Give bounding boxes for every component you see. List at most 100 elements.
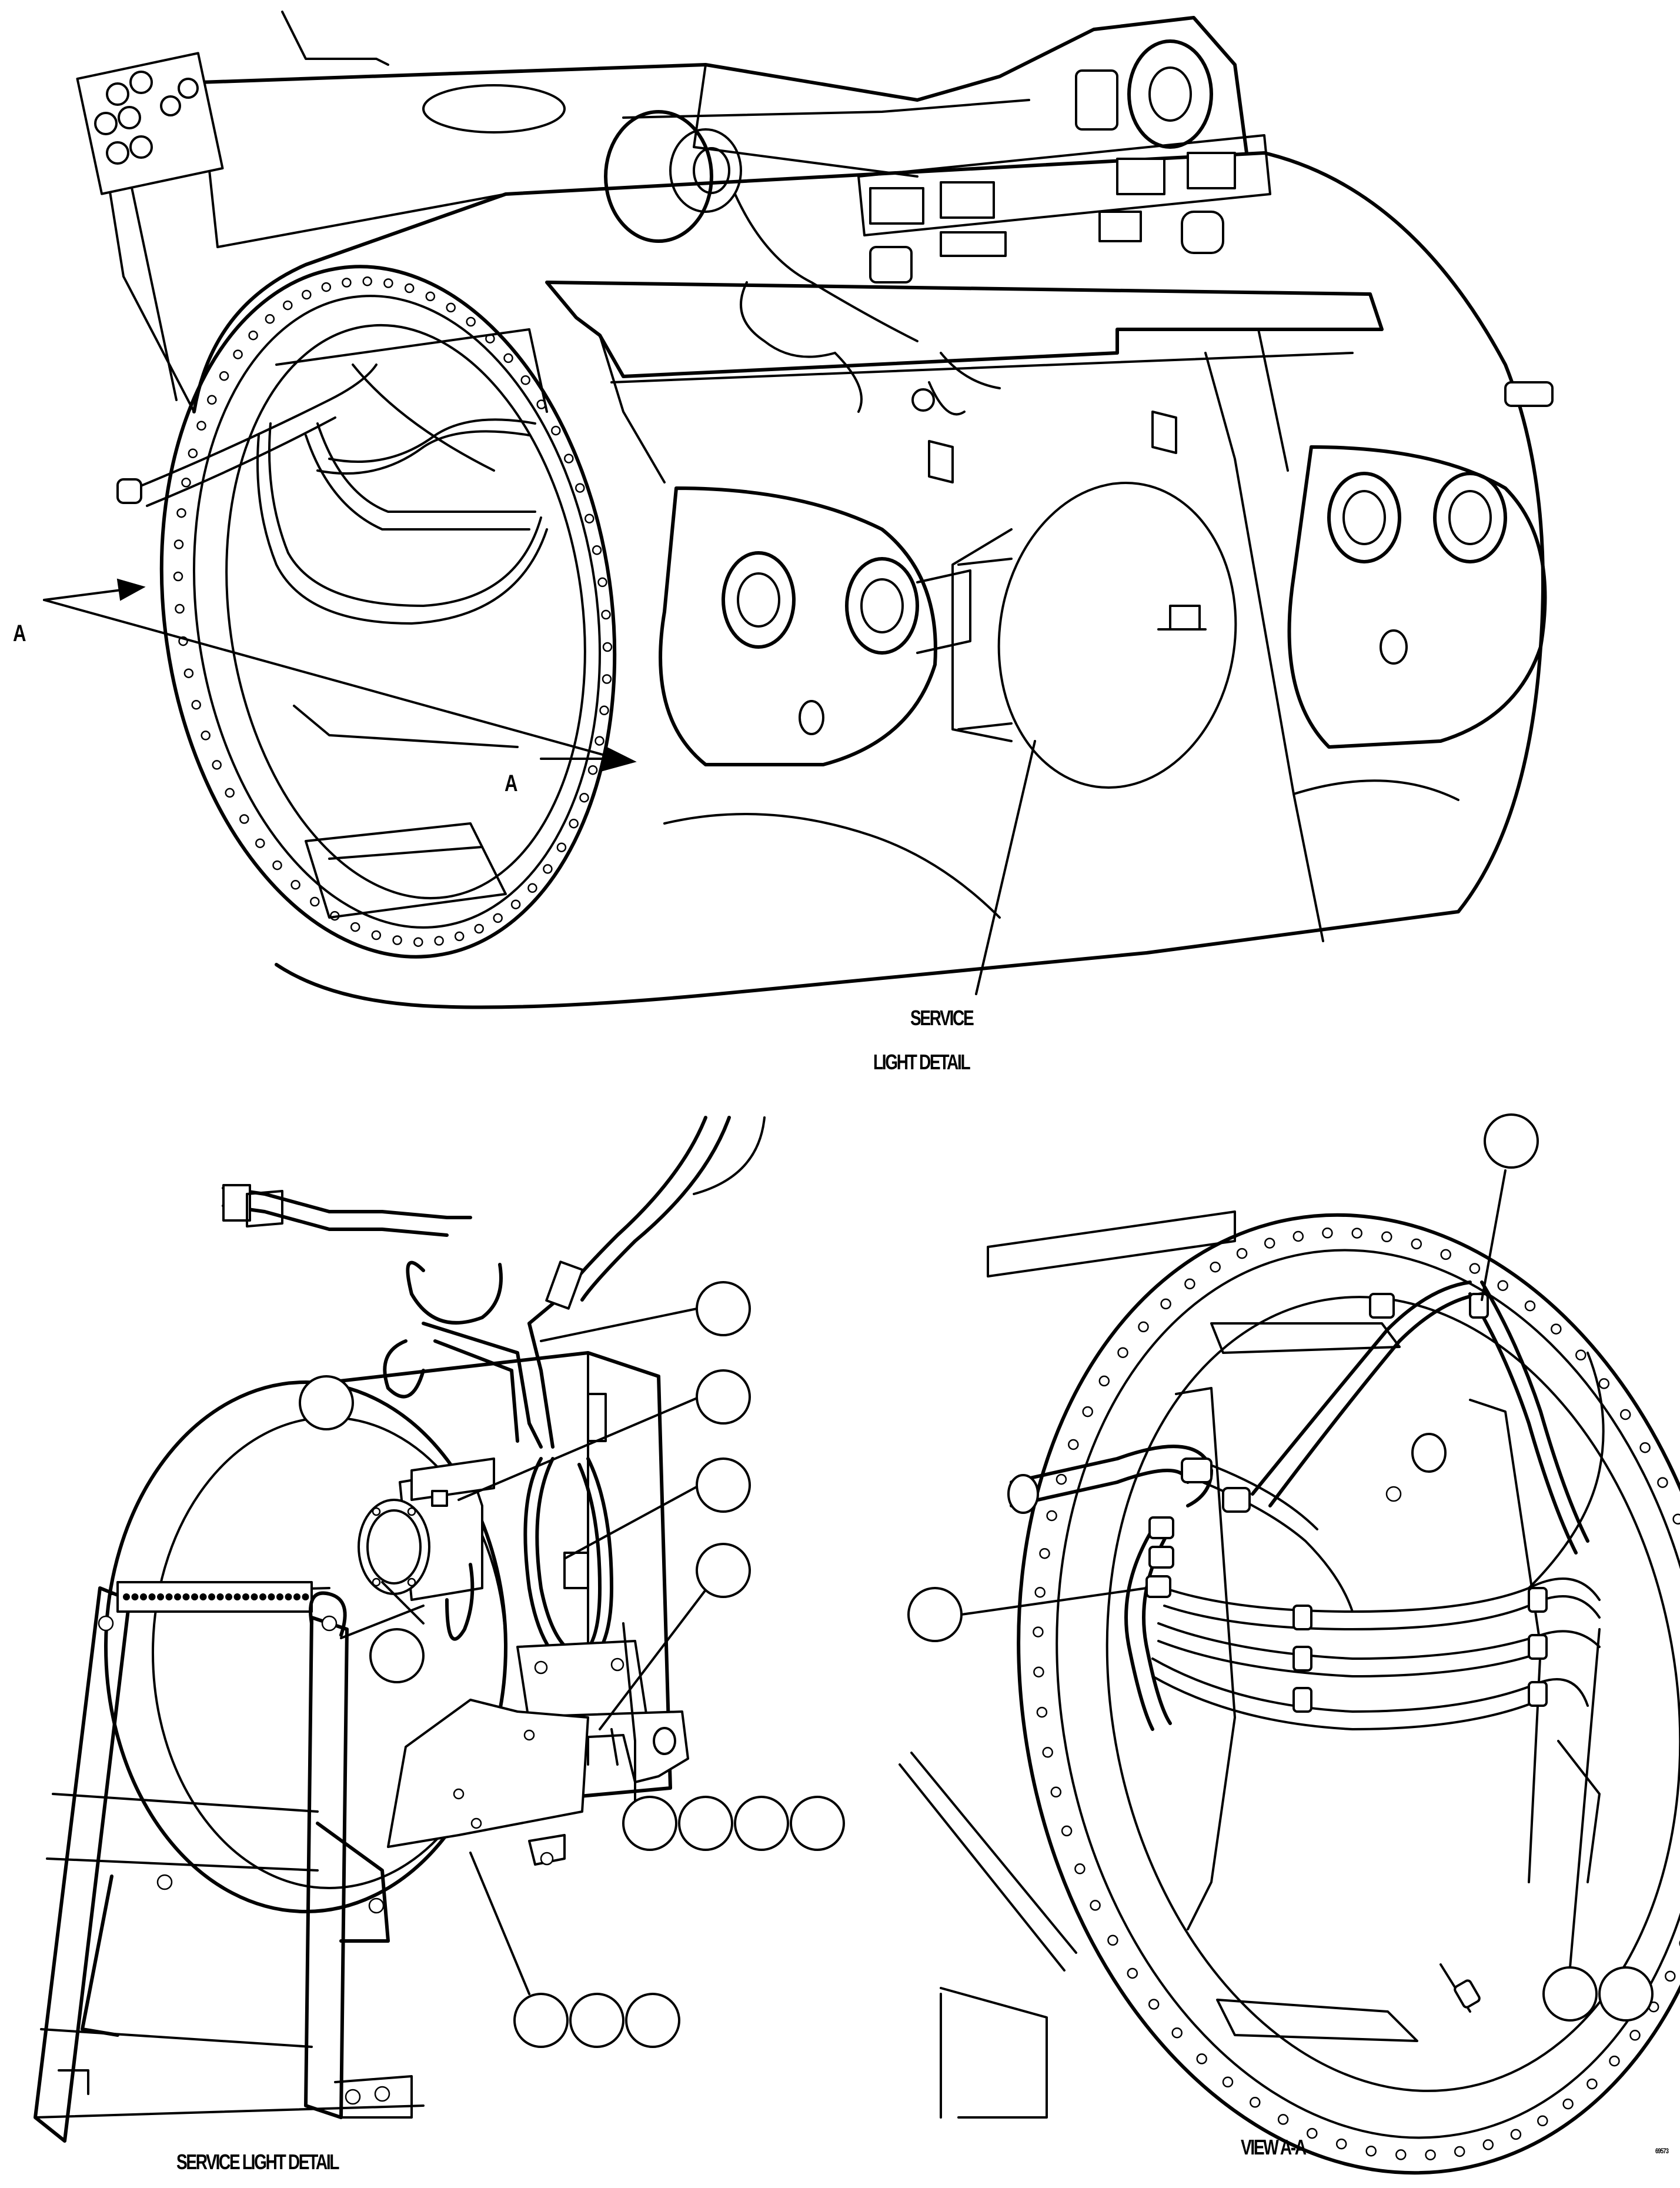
- bolt-hole: [1236, 1248, 1248, 1259]
- top-hatch: [422, 84, 566, 134]
- callout-circle: [1484, 1113, 1539, 1169]
- bolt-hole: [1365, 2145, 1377, 2157]
- left-pivot-boss: [659, 486, 971, 766]
- bolt-hole: [1107, 1934, 1118, 1946]
- service-light-leader: [975, 740, 1036, 995]
- bolt-hole: [434, 936, 444, 946]
- bolt-hole: [1665, 1970, 1676, 1982]
- rail-perforation: [174, 1593, 181, 1600]
- bolt-hole: [1117, 1347, 1128, 1358]
- bolt-hole: [183, 668, 194, 678]
- rail-perforation: [251, 1593, 258, 1600]
- bolt-hole: [1537, 2115, 1548, 2127]
- bolt-hole: [493, 913, 503, 923]
- internal-hoses: [116, 363, 548, 625]
- bolt-hole: [392, 935, 402, 945]
- callout-circle: [678, 1796, 733, 1851]
- bolt-hole: [1510, 2129, 1522, 2140]
- view-aa-fittings: [1145, 1293, 1548, 2009]
- bolt-hole: [527, 883, 537, 893]
- bolt-hole: [1292, 1230, 1304, 1242]
- bolt-hole: [196, 421, 206, 431]
- callout-circle: [696, 1281, 751, 1336]
- rail-perforation: [285, 1593, 292, 1600]
- bolt-hole: [181, 478, 191, 488]
- service-light-callout-line2: LIGHT DETAIL: [873, 1050, 971, 1074]
- bolt-hole: [1381, 1231, 1392, 1243]
- bolt-hole: [1127, 1967, 1138, 1979]
- rail-perforation: [268, 1593, 275, 1600]
- rail-perforation: [293, 1593, 300, 1600]
- bolt-hole: [556, 842, 567, 852]
- bolt-hole: [1042, 1747, 1053, 1758]
- top-frame: [98, 16, 1248, 155]
- view-aa-hoses: [1007, 1280, 1605, 2013]
- bolt-hole: [1184, 1278, 1195, 1290]
- bolt-hole: [283, 300, 293, 311]
- bolt-hole: [569, 818, 579, 829]
- bolt-hole: [1307, 2127, 1318, 2139]
- bolt-hole: [1598, 1378, 1610, 1389]
- bolt-hole: [602, 674, 612, 684]
- bolt-hole: [1138, 1321, 1149, 1333]
- bolt-hole: [1411, 1238, 1422, 1250]
- bolt-hole: [1562, 2098, 1574, 2110]
- rail-perforation: [259, 1593, 266, 1600]
- bolt-hole: [454, 931, 465, 942]
- bolt-hole: [1657, 1477, 1668, 1488]
- bolt-hole: [1587, 2078, 1598, 2090]
- bolt-hole: [383, 278, 393, 288]
- bolt-hole: [1196, 2053, 1207, 2064]
- bolt-hole: [371, 930, 382, 940]
- view-marker-a-right: A: [505, 771, 518, 796]
- bolt-hole: [1074, 1863, 1086, 1875]
- bolt-hole: [1033, 1666, 1044, 1677]
- callout-circle: [1598, 1966, 1654, 2022]
- left-flange-ring: [159, 265, 617, 959]
- bolt-hole: [1672, 1513, 1680, 1525]
- bolt-hole: [1160, 1298, 1171, 1310]
- bolt-hole: [503, 353, 513, 363]
- bolt-hole: [1046, 1510, 1057, 1522]
- bolt-hole: [188, 448, 198, 459]
- view-aa-title: VIEW A-A: [1241, 2135, 1307, 2159]
- bolt-hole: [425, 291, 436, 302]
- bolt-hole: [599, 705, 609, 716]
- rail-perforation: [182, 1593, 190, 1600]
- bolt-hole: [1056, 1473, 1067, 1485]
- bolt-hole: [310, 896, 320, 907]
- bolt-hole: [207, 395, 217, 405]
- bolt-hole: [602, 642, 613, 652]
- mounting-bracket: [387, 1640, 689, 1866]
- bolt-hole: [1264, 1238, 1275, 1249]
- bolt-hole: [321, 282, 332, 292]
- rail-perforation: [233, 1593, 241, 1600]
- bolt-hole: [176, 508, 186, 518]
- callout-circle: [790, 1796, 845, 1851]
- bolt-hole: [201, 731, 211, 741]
- rail-perforation: [208, 1593, 215, 1600]
- bolt-hole: [173, 539, 184, 549]
- bolt-hole: [564, 453, 574, 463]
- view-aa-leader-lines: [960, 1169, 1601, 1969]
- hose-end-fitting: [116, 478, 142, 504]
- bolt-hole: [350, 922, 360, 932]
- rail-perforation: [276, 1593, 283, 1600]
- view-direction-arrows: [43, 578, 637, 772]
- hydraulic-manifold: [76, 52, 224, 195]
- perforated-rail: [123, 1593, 309, 1600]
- callout-circle: [369, 1628, 425, 1683]
- bolt-hole: [362, 276, 372, 286]
- bolt-hole: [219, 371, 229, 381]
- bolt-hole: [175, 603, 185, 614]
- bolt-hole: [272, 860, 282, 870]
- rail-perforation: [148, 1593, 156, 1600]
- top-swivel-pin: [604, 39, 1213, 243]
- bolt-hole: [1277, 2114, 1289, 2125]
- callout-circle: [622, 1796, 677, 1851]
- bolt-hole: [1551, 1323, 1562, 1335]
- view-aa-callouts: [907, 1113, 1654, 2022]
- bolt-hole: [191, 700, 201, 710]
- bolt-hole: [466, 316, 476, 327]
